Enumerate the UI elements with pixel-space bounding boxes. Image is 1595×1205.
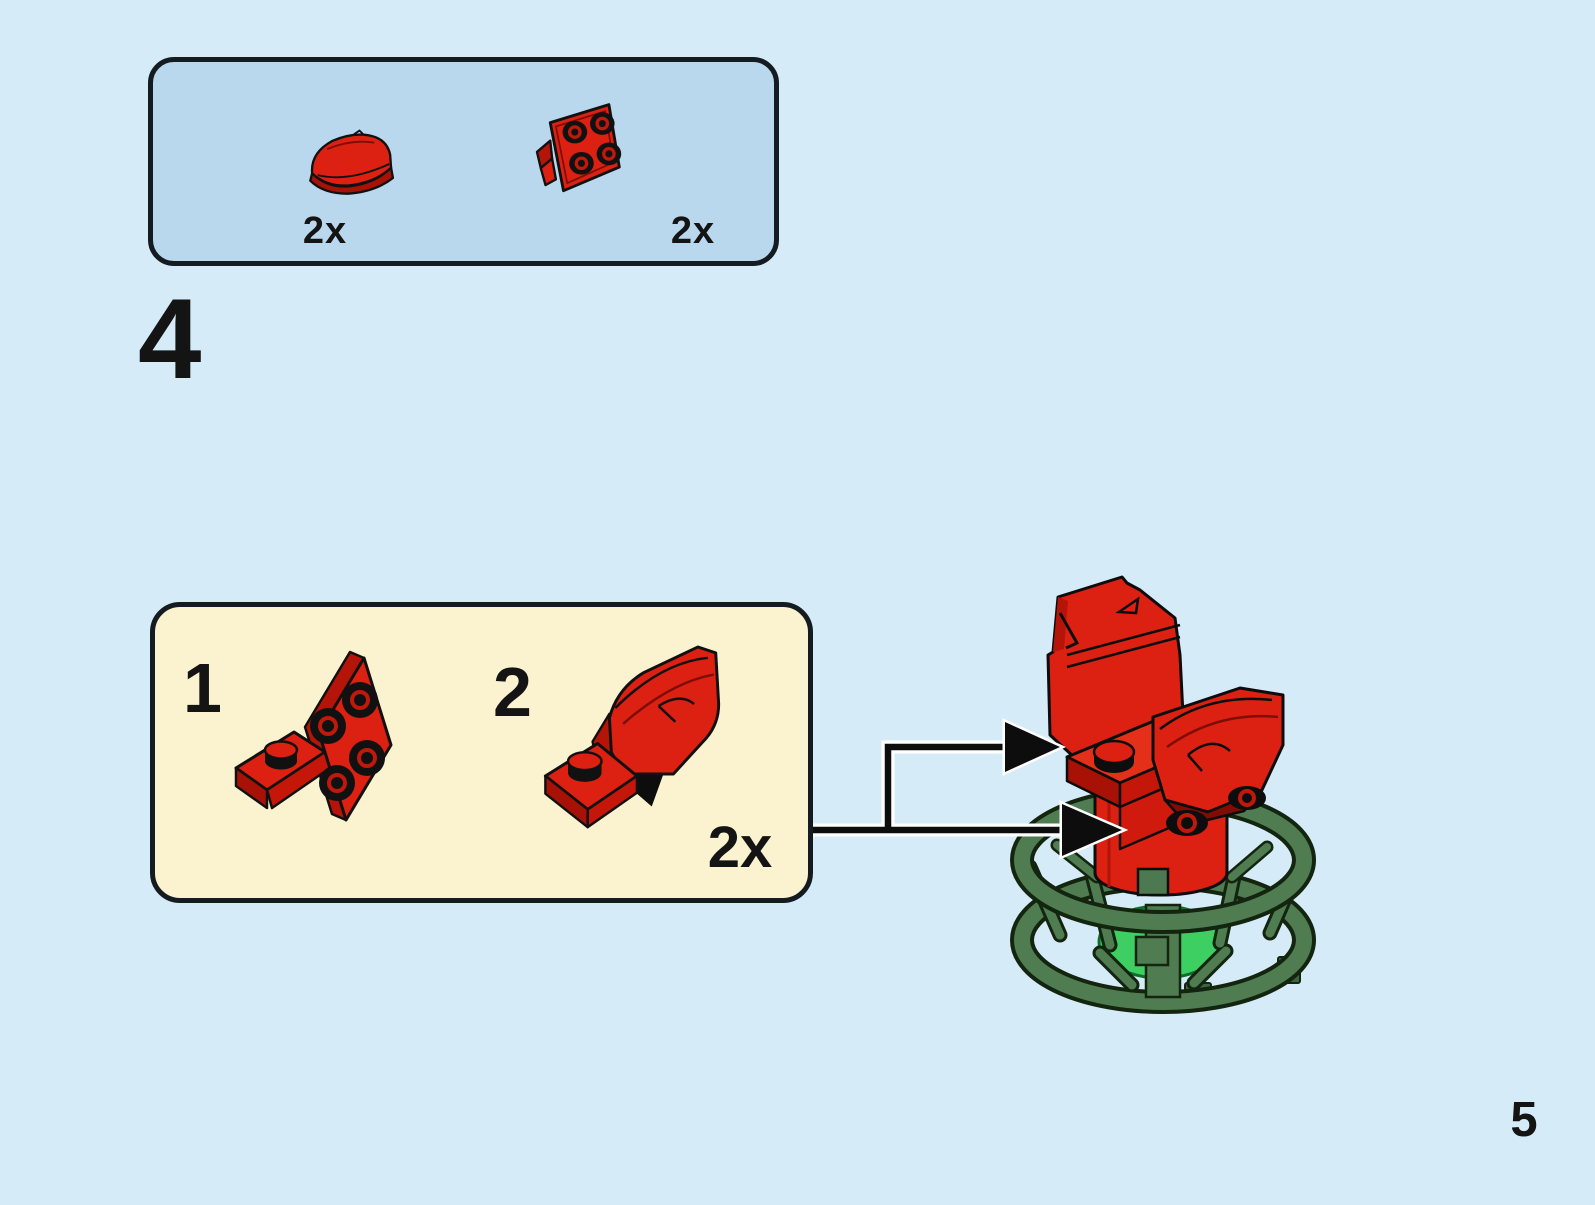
page-number: 5 <box>1510 1093 1538 1147</box>
stud-tubes <box>562 112 622 175</box>
stud-tubes <box>1166 786 1266 836</box>
spinner-core-assembly-illustration <box>1010 575 1316 1014</box>
part-quantity: 2x <box>302 210 348 252</box>
stud-tubes <box>310 682 385 801</box>
substep-label: 2 <box>493 653 532 731</box>
bracket-1x2-2x2-brick-icon <box>234 650 393 822</box>
part-quantity: 2x <box>670 210 716 252</box>
substeps-panel: 1 2 <box>150 602 813 903</box>
red-core-assembly <box>1046 575 1285 897</box>
substep-label: 1 <box>183 649 222 727</box>
bracket-with-curved-slope-icon <box>543 645 721 829</box>
curved-slope-brick-icon <box>309 129 395 195</box>
parts-callout-box: 2x 2x <box>148 57 779 266</box>
bracket-1x2-2x2-brick-icon <box>535 103 622 193</box>
substeps-quantity: 2x <box>707 815 773 880</box>
step-number: 4 <box>138 276 202 403</box>
